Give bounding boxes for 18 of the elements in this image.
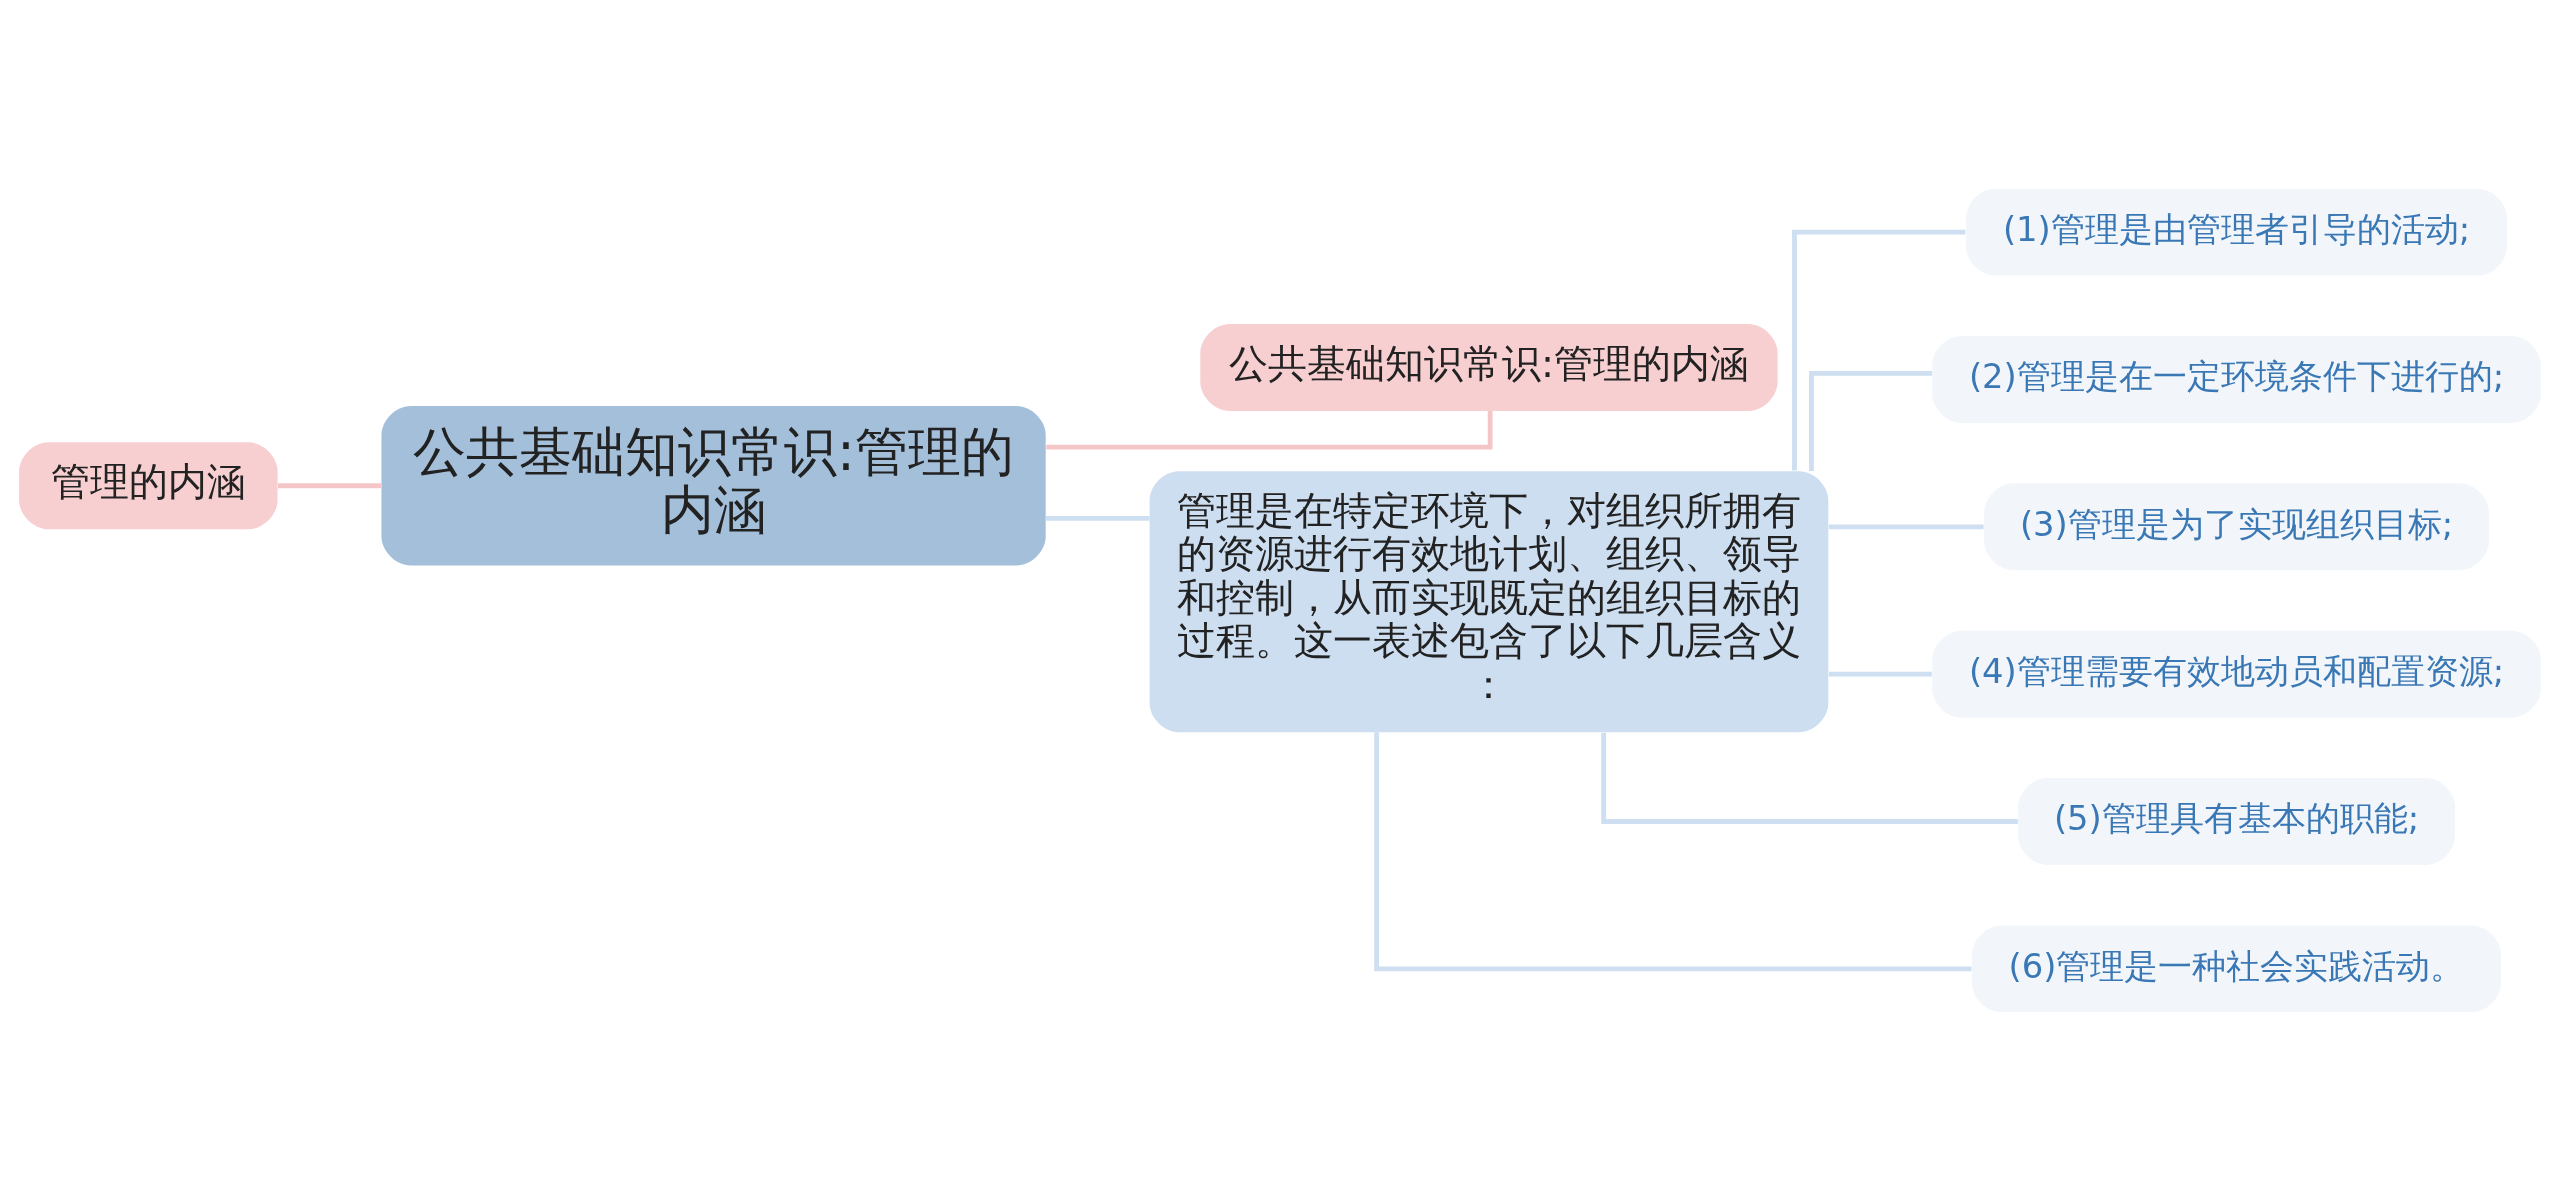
node-box: 公共基础知识常识:管理的内涵 [381,405,1046,565]
node-box: (6)管理是一种社会实践活动。 [1972,924,2501,1012]
node-box: 管理的内涵 [19,441,278,529]
connector [1045,515,1150,521]
connector [1792,229,1966,470]
connector [1828,523,1984,529]
node-box: 管理是在特定环境下，对组织所拥有的资源进行有效地计划、组织、领导和控制，从而实现既定的组织目标的过程。这一表述包含了以下几层含义： [1149,470,1829,732]
connector [1374,731,1972,971]
connector [278,482,382,488]
connector [1601,732,2018,824]
node-box: (3)管理是为了实现组织目标; [1984,482,2489,570]
node-box: (4)管理需要有效地动员和配置资源; [1932,630,2541,718]
node-box: (1)管理是由管理者引导的活动; [1966,188,2508,276]
node-box: (2)管理是在一定环境条件下进行的; [1932,335,2541,423]
connector [1809,370,1933,471]
connector [1828,671,1932,677]
node-box: 公共基础知识常识:管理的内涵 [1200,323,1778,411]
node-box: (5)管理具有基本的职能; [2017,777,2456,865]
